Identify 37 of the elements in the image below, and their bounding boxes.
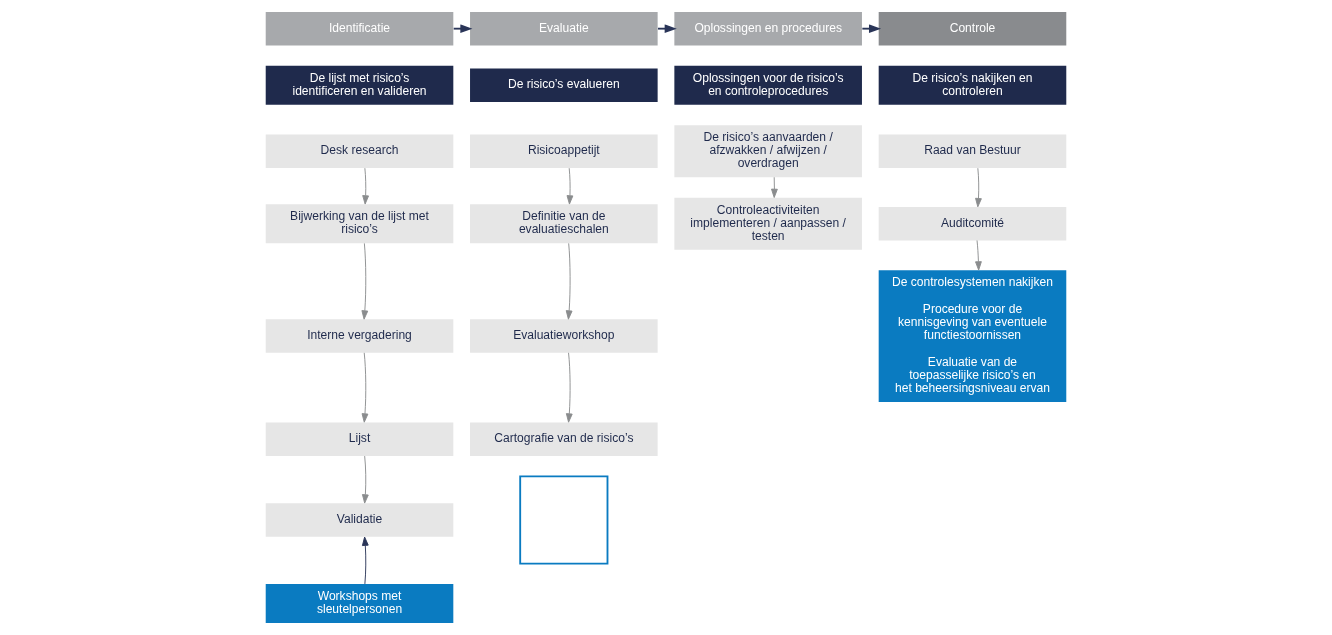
arrow: [362, 167, 369, 205]
arrow: [566, 167, 574, 205]
node-box: Oplossingen en procedures: [674, 11, 862, 46]
node-box: De controlesystemen nakijken Procedure voor de kennisgeving van eventuele functiestoornissen Evaluatie van de toepasselijke risico’s en het beheersingsniveau ervan: [878, 270, 1067, 402]
arrow: [565, 352, 573, 423]
node-box: De risico’s nakijken en controleren: [878, 65, 1067, 105]
node-box: Evaluatie: [470, 11, 658, 46]
node-box: Controleactiviteiten implementeren / aanpassen / testen: [674, 197, 862, 250]
node-box: Cartografie van de risico’s: [470, 422, 658, 456]
node-box: Oplossingen voor de risico’s en controleprocedures: [674, 65, 862, 105]
node-box: Raad van Bestuur: [878, 134, 1067, 168]
node-box: De risico’s aanvaarden / afzwakken / afwijzen / overdragen: [674, 125, 862, 178]
node-box: De risico’s evalueren: [470, 68, 658, 103]
node-box: Controle: [878, 11, 1067, 46]
node-box: Definitie van de evaluatieschalen: [470, 204, 658, 244]
node-box: Evaluatieworkshop: [470, 319, 658, 353]
arrow: [361, 352, 369, 423]
node-box: De lijst met risico’s identificeren en valideren: [265, 65, 454, 105]
arrow: [361, 455, 369, 504]
arrow: [975, 167, 982, 208]
arrow: [565, 242, 573, 320]
node-box: Auditcomité: [878, 207, 1067, 241]
node-box: Desk research: [265, 134, 454, 168]
node-box: Interne vergadering: [265, 319, 454, 353]
arrow: [657, 24, 677, 33]
arrow: [361, 242, 369, 320]
node-box: Lijst: [265, 422, 454, 456]
node-box: Risicoappetijt: [470, 134, 658, 168]
arrow: [771, 176, 778, 198]
node-box: Bijwerking van de lijst met risico’s: [265, 204, 454, 244]
node-box: Validatie: [265, 503, 454, 537]
arrow: [975, 240, 982, 271]
arrow: [361, 536, 369, 585]
arrow: [861, 24, 882, 33]
node-box: [519, 475, 609, 565]
node-box: Workshops met sleutelpersonen: [265, 584, 454, 624]
node-box: Identificatie: [265, 11, 454, 46]
